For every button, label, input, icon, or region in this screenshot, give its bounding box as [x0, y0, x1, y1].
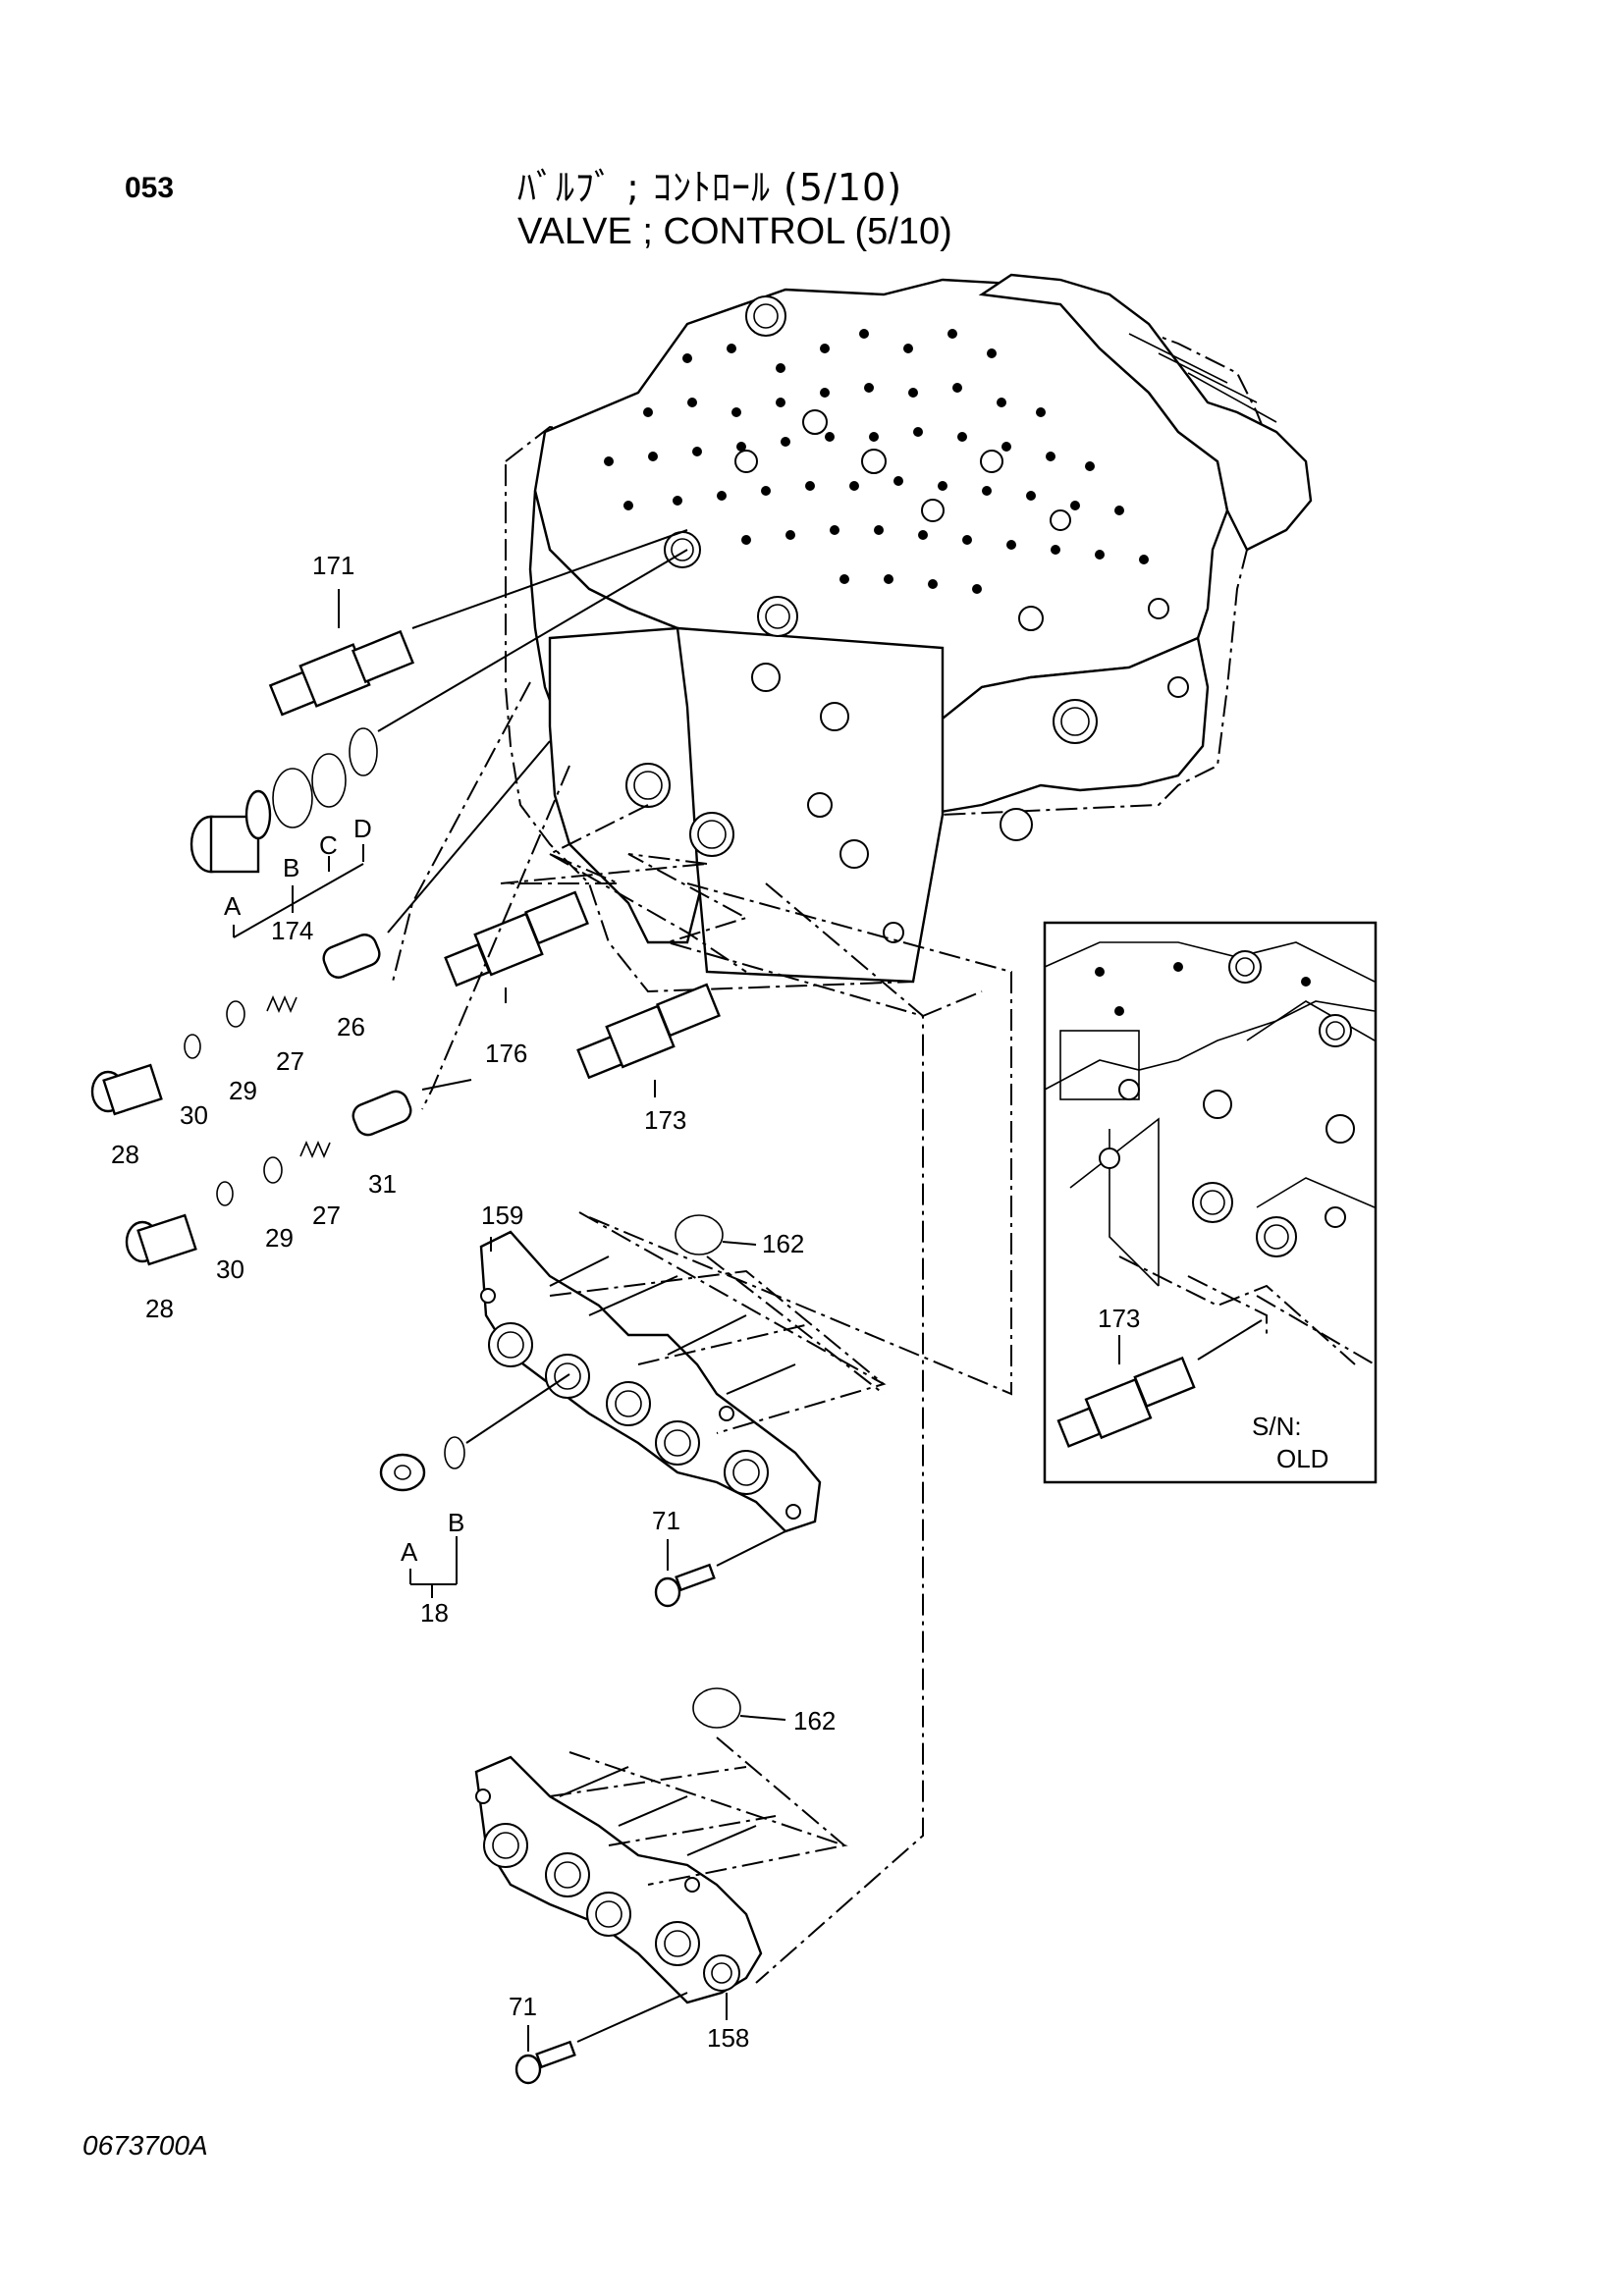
inset-callout-173: 173 [1098, 1304, 1140, 1333]
callout-29a: 29 [229, 1076, 257, 1105]
assembly-lines [392, 681, 1012, 1984]
callout-28b: 28 [145, 1294, 174, 1323]
page-code: 053 [125, 172, 175, 204]
callout-31: 31 [368, 1169, 397, 1199]
callout-174: 174 [271, 916, 313, 945]
drawing-number: 0673700A [82, 2130, 208, 2161]
callout-27b: 27 [312, 1201, 341, 1230]
callout-18-a: A [401, 1537, 418, 1567]
callout-174-d: D [353, 814, 372, 843]
part-176-valve [444, 890, 589, 988]
callout-71b: 71 [509, 1992, 537, 2021]
callout-18: 18 [420, 1598, 449, 1628]
part-29b-o-ring [263, 1156, 283, 1184]
part-26-piston [322, 740, 551, 979]
callout-71a: 71 [652, 1506, 680, 1535]
part-162-o-ring [675, 1214, 724, 1255]
title-japanese: ﾊﾞﾙﾌﾞ ; ｺﾝﾄﾛｰﾙ (5/10) [517, 166, 903, 209]
part-171-relief-valve [268, 529, 688, 717]
callout-26: 26 [337, 1012, 365, 1041]
part-27-spring [266, 994, 298, 1014]
part-162b-o-ring [692, 1687, 741, 1729]
part-31-piston [352, 1079, 472, 1137]
part-71-bolt [654, 1530, 786, 1608]
callout-27a: 27 [276, 1046, 304, 1076]
part-71b-bolt [514, 1992, 688, 2085]
part-28b-plug [125, 1213, 197, 1266]
part-27b-spring [299, 1140, 331, 1159]
callout-174-a: A [224, 891, 242, 921]
inset-serial-value: OLD [1276, 1444, 1328, 1473]
callout-29b: 29 [265, 1223, 294, 1253]
callout-18-b: B [448, 1508, 464, 1537]
callout-30b: 30 [216, 1255, 244, 1284]
callout-28a: 28 [111, 1140, 139, 1169]
callout-171: 171 [312, 551, 354, 580]
callout-173: 173 [644, 1105, 686, 1135]
inset-old-serial: 173 S/N: OLD [1043, 921, 1378, 1484]
callout-174-c: C [319, 830, 338, 860]
top-plate-holes [604, 329, 1149, 594]
part-30-o-ring [184, 1034, 201, 1059]
part-158-flange [474, 1755, 763, 2004]
callout-30a: 30 [180, 1100, 208, 1130]
part-30b-o-ring [216, 1181, 234, 1206]
part-159-flange [479, 1230, 822, 1533]
callout-174-b: B [283, 853, 299, 882]
callout-162a: 162 [762, 1229, 804, 1258]
bracket-174 [233, 844, 364, 938]
part-29-o-ring [226, 1000, 245, 1028]
part-174-plug-assembly [189, 549, 688, 874]
control-valve-body [505, 273, 1313, 993]
part-18-plug-assembly [379, 1373, 570, 1492]
inset-serial-label: S/N: [1252, 1412, 1302, 1441]
callout-176: 176 [485, 1039, 527, 1068]
title-english: VALVE ; CONTROL (5/10) [517, 211, 952, 252]
part-28-plug [90, 1063, 163, 1116]
part-173-valve [576, 983, 721, 1080]
callout-158: 158 [707, 2023, 749, 2053]
bracket-18 [409, 1536, 458, 1598]
callout-159: 159 [481, 1201, 523, 1230]
callout-162b: 162 [793, 1706, 836, 1735]
